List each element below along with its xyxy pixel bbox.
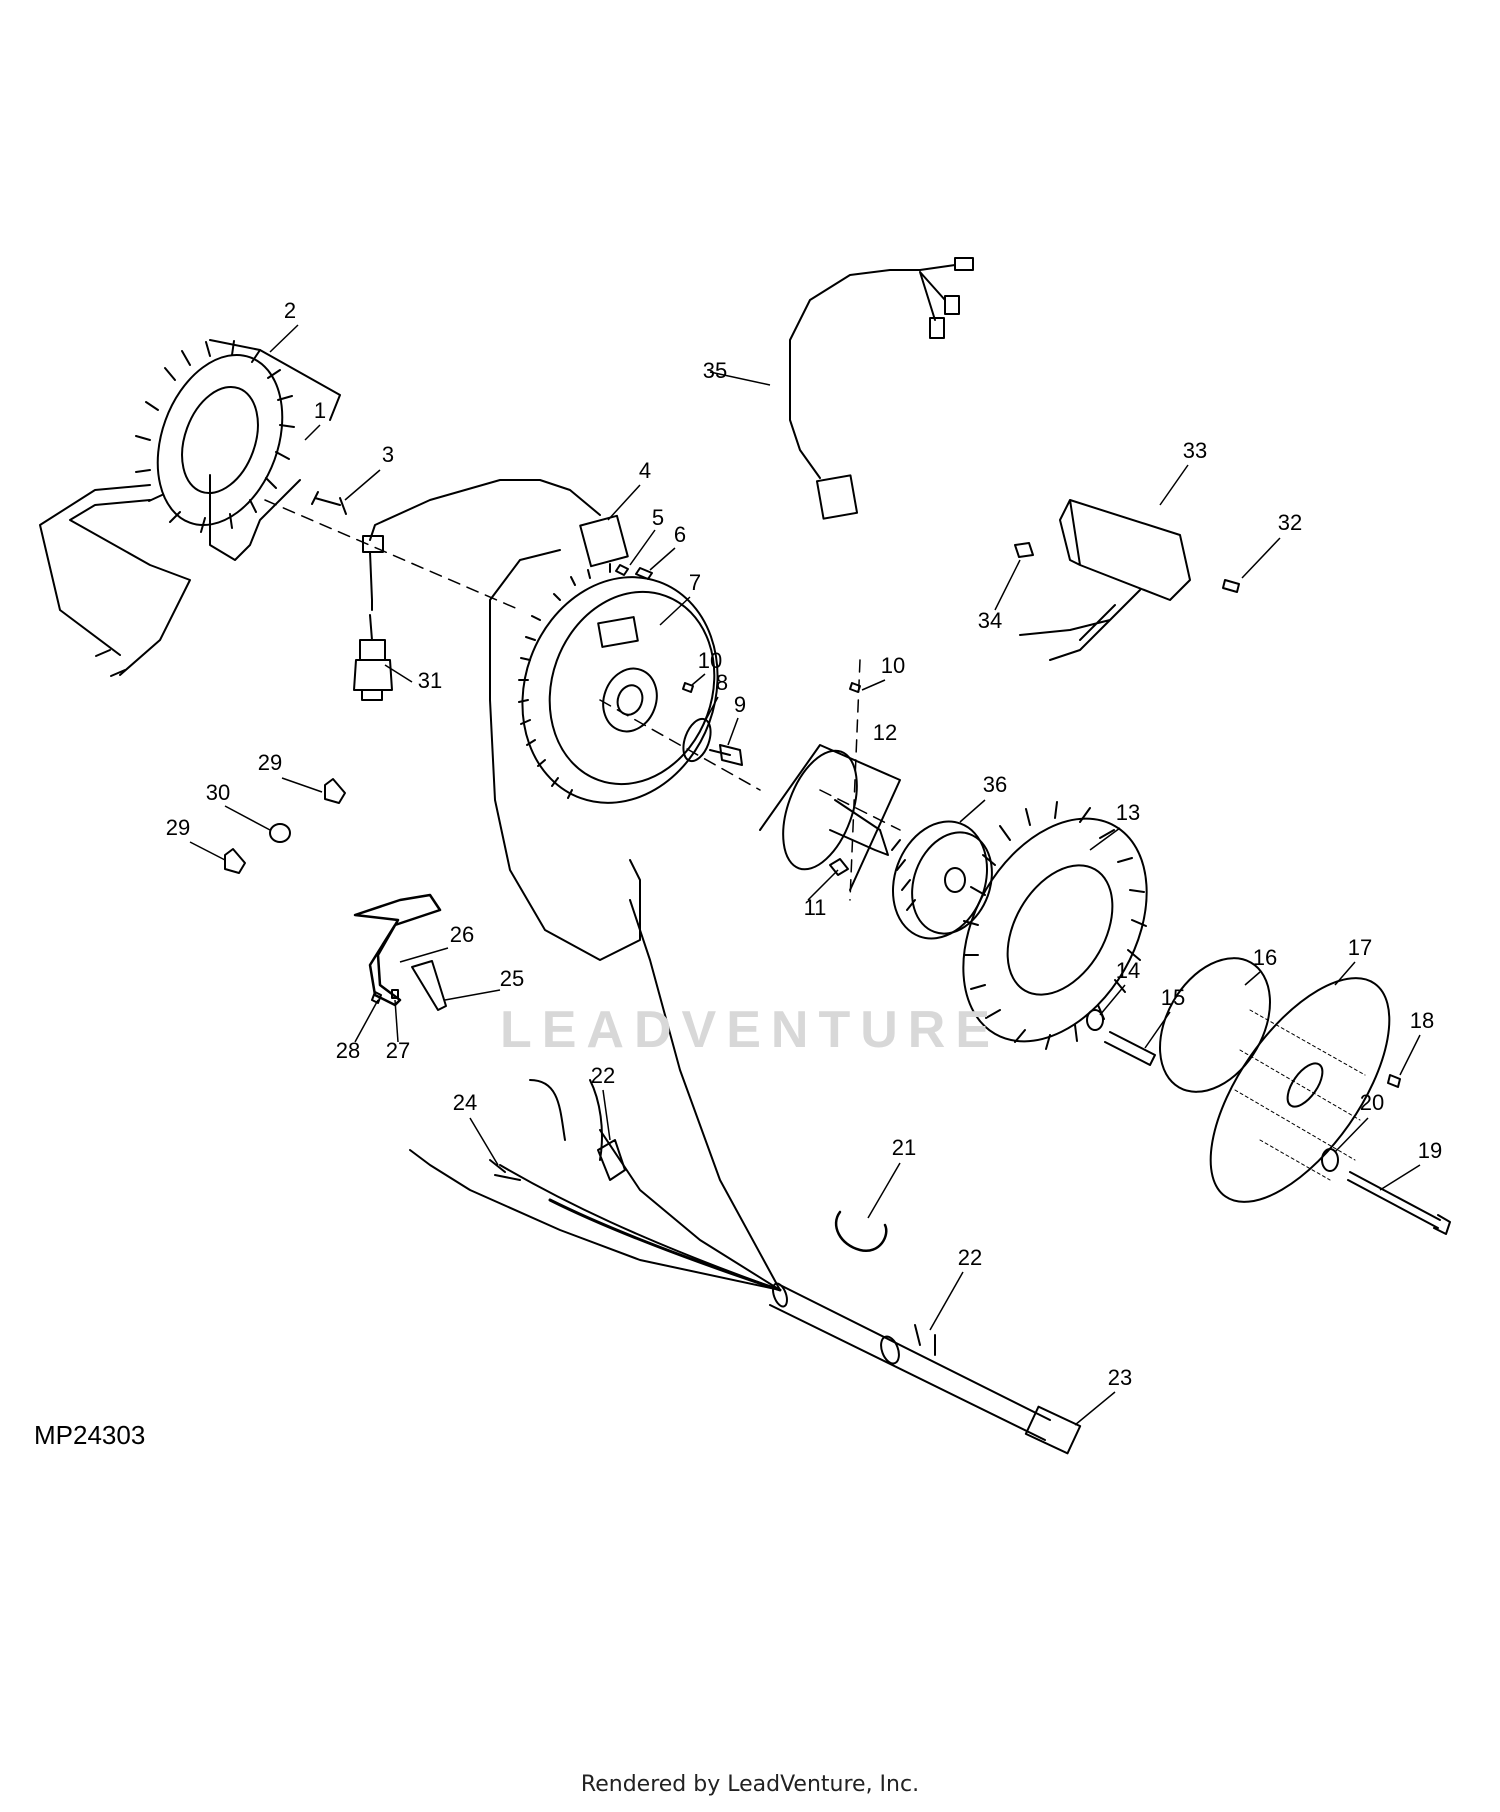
clamp-29b-part (224, 848, 246, 874)
callout-29a: 29 (258, 750, 282, 775)
pin-15-part (1104, 1031, 1156, 1066)
callout-22b: 22 (958, 1245, 982, 1270)
callout-bracket-12 (759, 744, 901, 891)
callout-29b: 29 (166, 815, 190, 840)
bracket-25-part (411, 960, 447, 1011)
bolt-3-part (311, 491, 347, 515)
callout-26: 26 (450, 922, 474, 947)
screw-5-part (615, 564, 629, 576)
harness-35-part (789, 257, 974, 520)
clip-21-part (834, 1210, 888, 1253)
callout-12: 12 (873, 720, 897, 745)
callout-9: 9 (734, 692, 746, 717)
bolt-32-part (1222, 579, 1240, 593)
reference-code: MP24303 (34, 1420, 146, 1450)
key-10b-part (849, 682, 861, 693)
callout-24: 24 (453, 1090, 477, 1115)
callout-22a: 22 (591, 1063, 615, 1088)
clamp-29a-part (324, 778, 346, 804)
callout-2: 2 (284, 298, 296, 323)
fan-13-part (962, 801, 1148, 1050)
flywheel-part (518, 563, 719, 804)
callout-8: 8 (716, 670, 728, 695)
assembly-axis-line (264, 499, 901, 831)
callout-18: 18 (1410, 1008, 1434, 1033)
callout-19: 19 (1418, 1138, 1442, 1163)
callout-4: 4 (639, 458, 651, 483)
callout-16: 16 (1253, 945, 1277, 970)
hub-12-part (759, 744, 901, 891)
washer-20-part (1321, 1148, 1339, 1172)
key-10-part (682, 682, 694, 693)
callout-32: 32 (1278, 510, 1302, 535)
footer-credit: Rendered by LeadVenture, Inc. (580, 1772, 920, 1797)
pulley-36-part (891, 820, 993, 940)
callout-36: 36 (983, 772, 1007, 797)
washer-8-part (682, 717, 712, 763)
main-harness-part (409, 899, 1082, 1455)
callout-21: 21 (892, 1135, 916, 1160)
callout-30: 30 (206, 780, 230, 805)
bolt-11-part (829, 858, 849, 876)
callout-17: 17 (1348, 935, 1372, 960)
spark-plug-part (353, 614, 393, 701)
watermark-text: LEADVENTURE (499, 1001, 1001, 1059)
nut-18-part (1387, 1074, 1401, 1088)
callout-13: 13 (1116, 800, 1140, 825)
callout-27: 27 (386, 1038, 410, 1063)
regulator-33-part (1019, 499, 1191, 661)
sensor-26-part (353, 893, 442, 1007)
callout-31: 31 (418, 668, 442, 693)
washer-14-part (1086, 1009, 1104, 1031)
callout-10a: 10 (698, 648, 722, 673)
nut-9-part (709, 744, 743, 766)
callout-6: 6 (674, 522, 686, 547)
washer-30-part (269, 823, 291, 843)
ignition-module-part (362, 479, 641, 961)
stator-part (39, 340, 301, 677)
callout-7: 7 (689, 570, 701, 595)
callout-34: 34 (978, 608, 1002, 633)
callout-labels: 2 1 3 4 5 6 7 10 8 9 10 12 35 33 32 34 3… (166, 298, 1442, 1390)
callout-35: 35 (703, 358, 727, 383)
bolt-19-part (1347, 1171, 1451, 1235)
callout-33: 33 (1183, 438, 1207, 463)
callout-11: 11 (804, 895, 827, 920)
screw-27-part (391, 989, 399, 999)
callout-3: 3 (382, 442, 394, 467)
callout-5: 5 (652, 505, 664, 530)
callout-28: 28 (336, 1038, 360, 1063)
assembly-axis-line-2 (849, 659, 861, 901)
callout-10b: 10 (881, 653, 905, 678)
nut-34-part (1014, 542, 1034, 558)
callout-1: 1 (314, 398, 326, 423)
callout-25: 25 (500, 966, 524, 991)
callout-23: 23 (1108, 1365, 1132, 1390)
callout-20: 20 (1360, 1090, 1384, 1115)
leader-lines (189, 324, 1421, 1426)
callout-15: 15 (1161, 985, 1185, 1010)
screen-17-part (1209, 977, 1391, 1203)
callout-bracket-1-2 (209, 339, 341, 421)
callout-14: 14 (1116, 958, 1140, 983)
screw-28-part (371, 991, 382, 1004)
